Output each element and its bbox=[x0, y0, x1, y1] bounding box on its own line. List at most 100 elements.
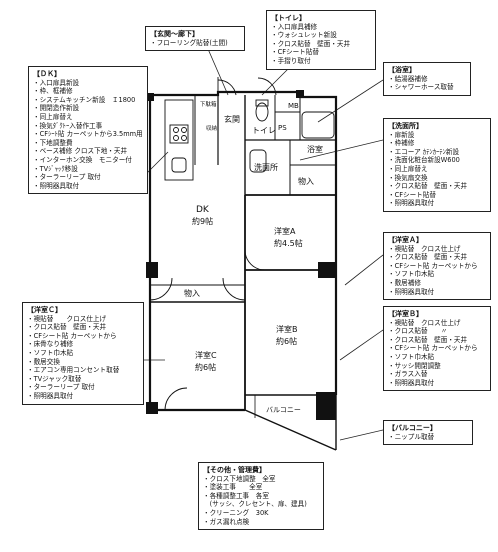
bath-fixtures bbox=[249, 99, 335, 173]
note-line: ・開閉造作新設 bbox=[33, 104, 80, 113]
note-line: ・CFシート貼替 bbox=[388, 190, 436, 199]
room-label-bath: 浴室 bbox=[307, 144, 323, 154]
note-line: ・クロス下地調整 全室 bbox=[203, 474, 276, 483]
note-line: ・襖貼替 クロス仕上げ bbox=[388, 244, 461, 253]
note-line: ・敷居補修 bbox=[388, 278, 421, 287]
note-line: ・枠、框補修 bbox=[33, 87, 73, 96]
note-line: ・襖貼替 クロス仕上げ bbox=[27, 314, 107, 323]
note-line: ・インターホン交換 モニター付 bbox=[33, 155, 132, 164]
note-line: ・扉新設 bbox=[388, 130, 415, 139]
door-swings bbox=[149, 77, 277, 411]
note-line: ・CFシート貼 カーペットから bbox=[388, 344, 478, 353]
note-line: ・ガス漏れ点検 bbox=[203, 517, 250, 526]
note-balcony-title: 【バルコニー】 bbox=[388, 424, 437, 432]
note-line: ・クロス貼替 壁面・天井 bbox=[271, 39, 351, 48]
note-line: ・ソフト巾木貼 bbox=[388, 352, 435, 361]
note-dk: 【ＤＫ】 ・入口扉具新設 ・枠、框補修 ・システムキッチン新設 Ｉ1800 ・開… bbox=[28, 66, 148, 195]
room-label-youB-size: 約6帖 bbox=[276, 336, 297, 346]
note-genkan-title: 【玄関～廊下】 bbox=[150, 30, 199, 38]
note-bath: 【浴室】 ・給湯器補修 ・シャワーホース取替 bbox=[383, 62, 471, 96]
note-youA: 【洋室Ａ】 ・襖貼替 クロス仕上げ ・クロス貼替 壁面・天井 ・CFシート貼 カ… bbox=[383, 232, 491, 301]
room-label-mb: MB bbox=[288, 102, 299, 110]
room-label-balcony: バルコニー bbox=[266, 406, 301, 414]
note-toilet-title: 【トイレ】 bbox=[271, 14, 306, 22]
note-line: ・敷居交換 bbox=[27, 357, 60, 366]
note-line: ・クロス貼替 壁面・天井 bbox=[388, 335, 468, 344]
note-line: ・フローリング貼替(土間) bbox=[150, 38, 228, 47]
note-line: ・クロス貼替 壁面・天井 bbox=[388, 253, 468, 262]
note-line: ・換気ﾀﾞｸﾄｰ入替作工事 bbox=[33, 121, 103, 130]
note-line: ・ニップル取替 bbox=[388, 432, 435, 441]
room-label-oshiire-right: 物入 bbox=[298, 176, 314, 186]
note-genkan: 【玄関～廊下】 ・フローリング貼替(土間) bbox=[145, 26, 245, 52]
note-line: ・襖貼替 クロス仕上げ bbox=[388, 318, 461, 327]
note-line: ・システムキッチン新設 Ｉ1800 bbox=[33, 95, 136, 104]
note-youA-title: 【洋室Ａ】 bbox=[388, 236, 423, 244]
note-dk-title: 【ＤＫ】 bbox=[33, 70, 61, 78]
note-line: ・クロス貼替 〃 bbox=[388, 327, 448, 336]
note-line: ・エコーア ｶﾃﾝｶｰﾃﾝ新設 bbox=[388, 147, 460, 156]
note-line: (サッシ、クレセント、扉、建具) bbox=[203, 500, 307, 509]
note-line: ・CFシート貼 カーペットから bbox=[388, 261, 478, 270]
note-line: ・TVジャック取替 bbox=[27, 374, 82, 383]
note-line: ・CFシート貼 カーペットから bbox=[27, 331, 117, 340]
note-balcony: 【バルコニー】 ・ニップル取替 bbox=[383, 420, 473, 446]
room-label-ps: PS bbox=[278, 124, 287, 132]
note-line: ・照明器具取付 bbox=[388, 378, 435, 387]
note-line: ・ソフト巾木貼 bbox=[27, 348, 74, 357]
note-line: ・照明器具取付 bbox=[27, 391, 74, 400]
note-line: ・同上扉替え bbox=[33, 112, 73, 121]
note-line: ・ベース補修 クロス下地・天井 bbox=[33, 147, 128, 156]
note-line: ・ウォシュレット新設 bbox=[271, 31, 337, 40]
note-senmen-title: 【洗面所】 bbox=[388, 122, 423, 130]
note-line: ・クロス貼替 壁面・天井 bbox=[388, 182, 468, 191]
note-line: ・入口扉具補修 bbox=[271, 22, 318, 31]
note-line: ・ガラス入替 bbox=[388, 370, 428, 379]
note-line: ・塗装工事 全室 bbox=[203, 483, 263, 492]
room-label-dk-size: 約9帖 bbox=[192, 216, 213, 226]
room-label-toilet: トイレ bbox=[252, 126, 276, 135]
note-line: ・枠補修 bbox=[388, 139, 415, 148]
note-line: ・CFｼｰﾄ貼 カーペットから3.5mm用 bbox=[33, 130, 143, 139]
room-label-youA: 洋室A bbox=[274, 226, 296, 236]
note-senmen: 【洗面所】 ・扉新設 ・枠補修 ・エコーア ｶﾃﾝｶｰﾃﾝ新設 ・洗面化粧台新設… bbox=[383, 118, 491, 212]
note-line: ・床骨なり補修 bbox=[27, 340, 74, 349]
note-line: ・照明器具取付 bbox=[388, 199, 435, 208]
structural-columns bbox=[146, 90, 336, 420]
note-other-title: 【その他・管理費】 bbox=[203, 466, 266, 474]
note-line: ・手摺り取付 bbox=[271, 56, 311, 65]
note-line: ・ターラーリープ 取付 bbox=[33, 173, 101, 182]
note-line: ・CFシート貼替 bbox=[271, 48, 319, 57]
note-youB-title: 【洋室Ｂ】 bbox=[388, 310, 423, 318]
note-youB: 【洋室Ｂ】 ・襖貼替 クロス仕上げ ・クロス貼替 〃 ・クロス貼替 壁面・天井 … bbox=[383, 306, 491, 392]
room-label-senmen: 洗面所 bbox=[254, 162, 278, 172]
note-line: ・サッシ開閉調整 bbox=[388, 361, 441, 370]
kitchen-fixtures bbox=[164, 99, 194, 181]
note-line: ・各種調整工事 各室 bbox=[203, 491, 269, 500]
note-line: ・ターラーリープ 取付 bbox=[27, 383, 95, 392]
note-line: ・エアコン専用コンセント取替 bbox=[27, 366, 120, 375]
room-label-storage-side: 収納 bbox=[206, 124, 218, 132]
room-label-oshiire-mid: 物入 bbox=[184, 288, 200, 298]
note-line: ・同上扉替え bbox=[388, 164, 428, 173]
note-line: ・照明器具取付 bbox=[388, 287, 435, 296]
room-label-youB: 洋室B bbox=[276, 324, 298, 334]
room-label-genkan: 玄関 bbox=[224, 114, 240, 124]
walls bbox=[148, 90, 338, 451]
note-line: ・照明器具取付 bbox=[33, 181, 80, 190]
note-toilet: 【トイレ】 ・入口扉具補修 ・ウォシュレット新設 ・クロス貼替 壁面・天井 ・C… bbox=[266, 10, 376, 70]
room-label-youA-size: 約4.5帖 bbox=[274, 238, 303, 248]
note-line: ・入口扉具新設 bbox=[33, 78, 80, 87]
note-youC: 【洋室Ｃ】 ・襖貼替 クロス仕上げ ・クロス貼替 壁面・天井 ・CFシート貼 カ… bbox=[22, 302, 144, 405]
room-label-dk: DK bbox=[196, 205, 210, 215]
note-youC-title: 【洋室Ｃ】 bbox=[27, 306, 62, 314]
note-line: ・TVｼﾞｬｯｸ移設 bbox=[33, 164, 78, 173]
note-other: 【その他・管理費】 ・クロス下地調整 全室 ・塗装工事 全室 ・各種調整工事 各… bbox=[198, 462, 324, 531]
note-line: ・給湯器補修 bbox=[388, 74, 428, 83]
note-line: ・下地調整費 bbox=[33, 138, 73, 147]
note-line: ・クリーニング 30K bbox=[203, 508, 269, 517]
note-line: ・ソフト巾木貼 bbox=[388, 270, 435, 279]
note-line: ・換気扇交換 bbox=[388, 173, 428, 182]
note-line: ・シャワーホース取替 bbox=[388, 83, 454, 92]
